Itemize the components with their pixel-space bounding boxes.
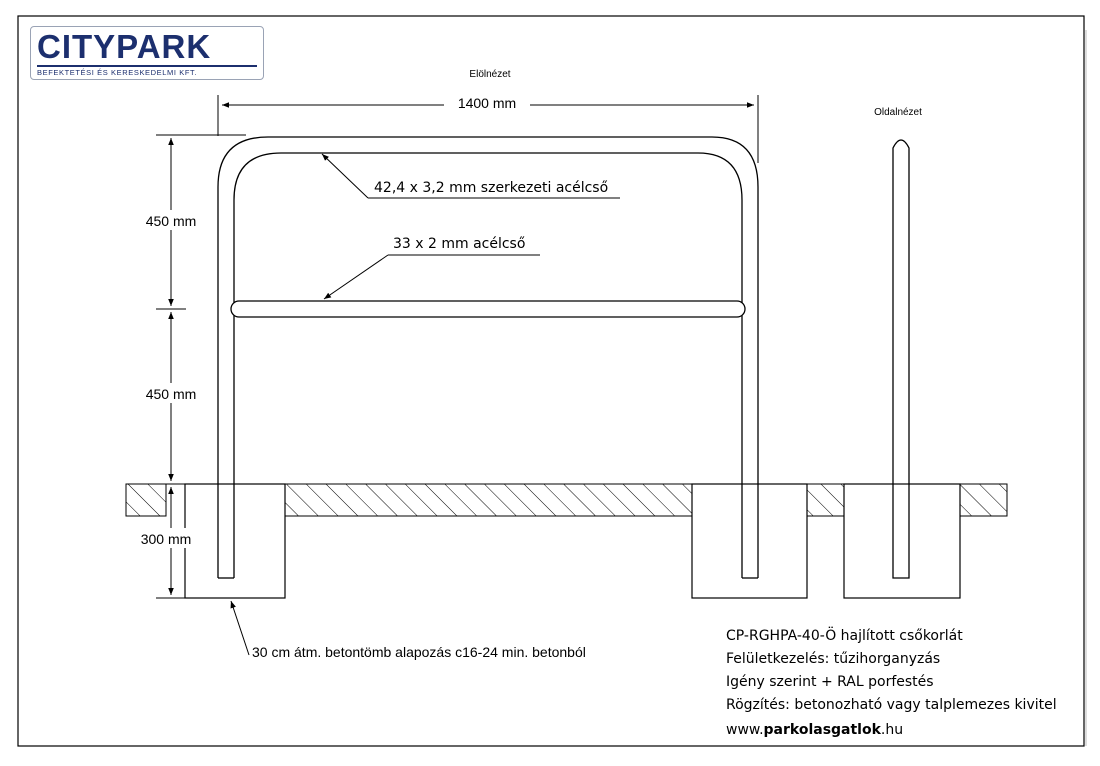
product-name: CP-RGHPA-40-Ö hajlított csőkorlát <box>726 626 963 644</box>
middle-tube-label: 33 x 2 mm acélcső <box>393 236 525 252</box>
bent-tube-inner <box>233 152 743 578</box>
side-post <box>892 139 910 579</box>
sheet-border <box>17 15 1085 747</box>
lower-height-label: 450 mm <box>146 386 197 402</box>
product-info: CP-RGHPA-40-Ö hajlított csőkorlát Felüle… <box>726 626 1057 738</box>
website-tld: .hu <box>881 722 903 738</box>
website-link[interactable]: www.parkolasgatlok.hu <box>726 722 903 738</box>
ground-segment-between <box>806 483 845 517</box>
top-tube-label: 42,4 x 3,2 mm szerkezeti acélcső <box>374 180 608 196</box>
side-view-post <box>892 139 910 579</box>
bent-tube-outer <box>217 136 759 578</box>
website-domain: parkolasgatlok <box>764 722 882 738</box>
foundation-leader <box>230 600 250 656</box>
ground-segment-left <box>125 483 167 517</box>
front-view-rail <box>217 136 759 579</box>
front-view-title: Elölnézet <box>469 69 510 80</box>
mounting-option: Rögzítés: betonozható vagy talplemezes k… <box>726 697 1057 713</box>
foundation-block-right <box>691 483 808 599</box>
company-logo: CITYPARK BEFEKTETÉSI ÉS KERESKEDELMI KFT… <box>30 26 264 80</box>
logo-name: CITYPARK <box>37 28 212 65</box>
upper-height-label: 450 mm <box>146 213 197 229</box>
side-view-title: Oldalnézet <box>874 107 922 118</box>
middle-tube-leader <box>323 254 540 300</box>
logo-subtitle: BEFEKTETÉSI ÉS KERESKEDELMI KFT. <box>37 65 257 77</box>
website-prefix: www. <box>726 722 764 738</box>
foundation-block-side <box>843 483 961 599</box>
ground-segment-middle <box>284 483 693 517</box>
foundation-depth-label: 300 mm <box>141 531 192 547</box>
top-tube-leader <box>321 153 620 199</box>
foundation-label: 30 cm átm. betontömb alapozás c16-24 min… <box>252 644 586 660</box>
ground-segment-right <box>959 483 1008 517</box>
middle-tube <box>230 300 746 318</box>
surface-finish: Felületkezelés: tűzihorganyzás <box>726 651 940 667</box>
paint-option: Igény szerint + RAL porfestés <box>726 674 934 690</box>
width-label: 1400 mm <box>458 95 516 111</box>
